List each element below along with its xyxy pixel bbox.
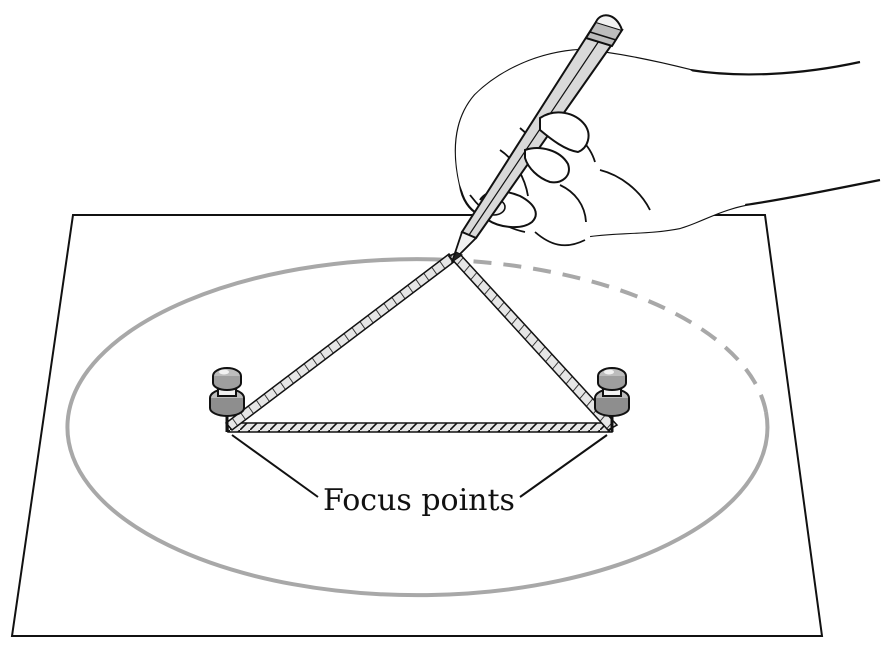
focus-points-label: Focus points [323,483,515,518]
leader-line-right [519,434,608,498]
leader-line-left [231,434,319,498]
ellipse-dashed-arc [451,258,768,413]
pushpin-icon [594,367,630,432]
fingers-over-pencil [524,111,590,184]
ellipse-solid-arc [65,257,770,598]
pushpin-icon [209,367,245,432]
string-base [227,422,613,433]
